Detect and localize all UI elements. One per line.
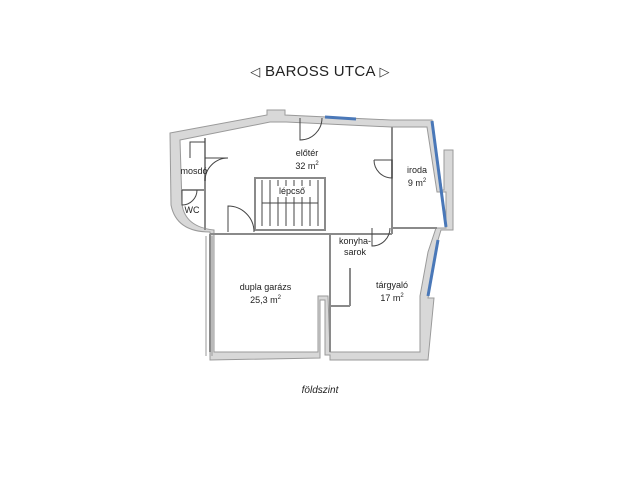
room-label-wc: WC	[184, 205, 200, 215]
left-arrow-icon: ◁	[250, 64, 261, 79]
street-label: BAROSS UTCA	[265, 63, 375, 80]
room-area: 25,3 m2	[250, 295, 281, 305]
room-label-lepcso: lépcső	[272, 186, 312, 197]
room-label-eloter: előtér 32 m2	[282, 148, 332, 172]
partition-walls	[182, 127, 437, 352]
room-area: 17 m2	[380, 293, 404, 303]
room-label-garazs: dupla garázs 25,3 m2	[228, 282, 303, 306]
room-name: iroda	[406, 165, 427, 175]
room-area: 9 m2	[407, 178, 427, 188]
room-label-targyalo: tárgyaló 17 m2	[367, 280, 417, 304]
room-label-mosdo: mosdó	[180, 166, 208, 176]
interior-floor	[179, 121, 447, 353]
floor-caption: földszint	[301, 385, 339, 396]
room-name: tárgyaló	[375, 280, 409, 290]
windows	[324, 115, 448, 297]
street-name: ◁ BAROSS UTCA ▷	[0, 63, 640, 80]
room-label-konyhasarok: konyha- sarok	[330, 236, 380, 258]
room-area: 32 m2	[295, 161, 319, 171]
room-label-iroda: iroda 9 m2	[397, 165, 437, 189]
room-name-line2: sarok	[343, 247, 366, 257]
garage-door	[205, 236, 213, 356]
room-name: előtér	[295, 148, 319, 158]
room-name-line1: konyha-	[338, 236, 372, 246]
room-name: dupla garázs	[239, 282, 292, 292]
door-swings	[181, 117, 393, 247]
right-arrow-icon: ▷	[379, 64, 390, 79]
